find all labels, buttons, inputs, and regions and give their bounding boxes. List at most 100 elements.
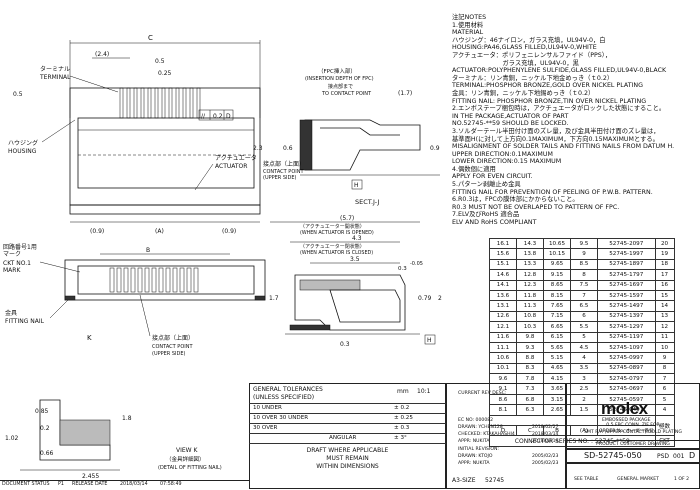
series-cell: 18 <box>654 258 675 271</box>
note-line: 金具：リン青銅，ニッケル下地錫めっき（ｔ0.2） <box>452 89 595 97</box>
series-cell: 14 <box>654 300 675 312</box>
checked-date: 2018/03/14 <box>532 432 559 437</box>
series-cell: 13.3 <box>516 258 544 271</box>
series-cell: 52745-1297 <box>597 321 656 333</box>
ckt-mark-en2: MARK <box>3 267 21 274</box>
note-line: FITTING NAIL: PHOSPHOR BRONZE,TIN OVER N… <box>452 97 647 105</box>
desc-2: SMT R/A (UPPER CONTACT) GOLD PLATING <box>584 430 682 435</box>
series-cell: 13.1 <box>489 300 517 312</box>
series-cell: 12.1 <box>489 321 517 333</box>
doc-number: SD-52745-050 <box>584 451 642 460</box>
series-cell: 10.65 <box>543 237 571 250</box>
drawn-date: 2018/02/27 <box>532 425 559 430</box>
note-line: FITTING NAIL FOR PREVENTION OF PEELING O… <box>452 188 653 196</box>
fpc-insert-jp: （FPC挿入部） <box>318 67 356 75</box>
sect-contact-en: CONTACT POINT <box>263 169 304 175</box>
act-open-en: (WHEN ACTUATOR IS OPENED) <box>300 230 374 236</box>
svg-text://: // <box>201 113 206 120</box>
note-line: 1.使用材料 <box>452 21 484 29</box>
series-cell: 8.8 <box>516 352 544 364</box>
dim-0-25: 0.25 <box>158 70 172 77</box>
series-cell: 6.65 <box>543 321 571 333</box>
desc-1: 0.5 FPC CONN. ZIF FOR <box>606 423 660 428</box>
sheet-table: SEE TABLE <box>574 477 599 482</box>
series-cell: 10 <box>654 341 675 354</box>
series-cell: 8.15 <box>543 289 571 302</box>
dim-2-4: (2.4) <box>95 51 109 58</box>
front-view: B 回路番号1用 マーク CKT NO.1 MARK 金具 FITTING NA… <box>3 243 266 357</box>
draft-line-3: WITHIN DIMENSIONS <box>316 463 379 470</box>
housing-jp: ハウジング <box>8 139 38 147</box>
front-pins <box>109 267 199 293</box>
series-cell: 12.3 <box>516 279 544 291</box>
doc-type: PRODUCT CUSTOMER DRAWING <box>596 442 670 447</box>
dim-4-3: 4.3 <box>352 235 362 242</box>
series-cell: 52745-2097 <box>597 237 656 250</box>
series-cell: 4.65 <box>543 362 571 375</box>
dim-0-2: 0.2 <box>213 113 223 120</box>
series-cell: 52745-1997 <box>597 248 656 260</box>
note-line: ターミナル：リン青銅，ニッケル下地金めっき（ｔ0.2） <box>452 74 614 82</box>
draft-line-2: MUST REMAIN <box>326 455 369 462</box>
dim-c-label: C <box>148 34 153 42</box>
act-closed-en: (WHEN ACTUATOR IS CLOSED) <box>300 250 373 256</box>
terminal-en: TERMINAL <box>39 74 71 81</box>
series-cell: 3.5 <box>570 362 598 375</box>
series-cell: 9.15 <box>543 269 571 281</box>
series-cell: 7 <box>570 289 598 302</box>
series-cell: 14.3 <box>516 237 544 250</box>
doc-status-label: DOCUMENT STATUS <box>2 482 50 487</box>
view-k-en: (DETAIL OF FITTING NAIL) <box>158 465 222 471</box>
tol-row-1-value: ± 0.25 <box>394 415 413 421</box>
tol-unit: mm <box>397 388 409 395</box>
series-cell: 12.6 <box>489 310 517 323</box>
series-cell: 19 <box>654 248 675 260</box>
series-cell: 5.15 <box>543 352 571 364</box>
dim-2: 2 <box>438 295 442 302</box>
note-line: IN THE PACKAGE,ACTUATOR OF PART <box>452 112 569 120</box>
sheet-size: A3-SIZE <box>452 477 476 484</box>
series-cell: 5 <box>570 331 598 343</box>
datum-d: D <box>226 113 231 120</box>
series-cell: 5.65 <box>543 341 571 354</box>
series-cell: 11.6 <box>489 331 517 343</box>
series-cell: 15 <box>654 289 675 302</box>
approved-by: APPR: NUKITA <box>458 439 490 444</box>
tol-row-0-label: 10 UNDER <box>253 405 282 411</box>
series-cell: 9.65 <box>543 258 571 271</box>
dim-3-5: 3.5 <box>350 256 360 263</box>
note-line: アクチュエータ：ポリフェニレンサルファイド（PPS）， <box>452 51 612 59</box>
datum-h-side: H <box>427 337 432 344</box>
series-cell: 14.6 <box>489 269 517 281</box>
note-line: UPPER DIRECTION:0.1MAXIMUM <box>452 150 553 158</box>
series-cell: 12 <box>654 321 675 333</box>
series-cell: 6 <box>570 310 598 323</box>
approved2-date: 2005/02/23 <box>532 461 559 466</box>
checked-by: CHECKED: KTAKAHASHI4 <box>458 432 515 437</box>
general-market: GENERAL MARKET <box>617 477 659 482</box>
series-cell: 10.3 <box>516 321 544 333</box>
series-cell: 10.15 <box>543 248 571 260</box>
dim-0-9b: 0.9 <box>430 145 440 152</box>
contact-point-en2: (UPPER SIDE) <box>152 351 186 357</box>
series-cell: 10.1 <box>489 362 517 375</box>
series-cell: 6.15 <box>543 331 571 343</box>
dim-0-66: 0.66 <box>40 450 54 457</box>
tol-row <box>249 433 446 443</box>
revision: D <box>689 451 696 460</box>
note-line: 4.偶数個に適用 <box>452 165 496 173</box>
note-line: ハウジング：46ナイロン，ガラス充填，UL94V-0，白 <box>452 36 606 44</box>
tol-row-2-value: ± 0.3 <box>394 425 410 431</box>
note-line: MATERIAL <box>452 29 484 37</box>
note-line: HOUSING:PA46,GLASS FILLED,UL94V-0,WHITE <box>452 44 597 52</box>
dim-1-7b: 1.7 <box>269 295 279 302</box>
sect-label: SECT.J-J <box>355 198 379 206</box>
series-cell: 6.5 <box>570 300 598 312</box>
fitting-nail-en: FITTING NAIL <box>5 318 45 325</box>
note-line: TERMINAL:PHOSPHOR BRONZE,GOLD OVER NICKE… <box>452 82 643 90</box>
series-cell: 8 <box>654 362 675 375</box>
